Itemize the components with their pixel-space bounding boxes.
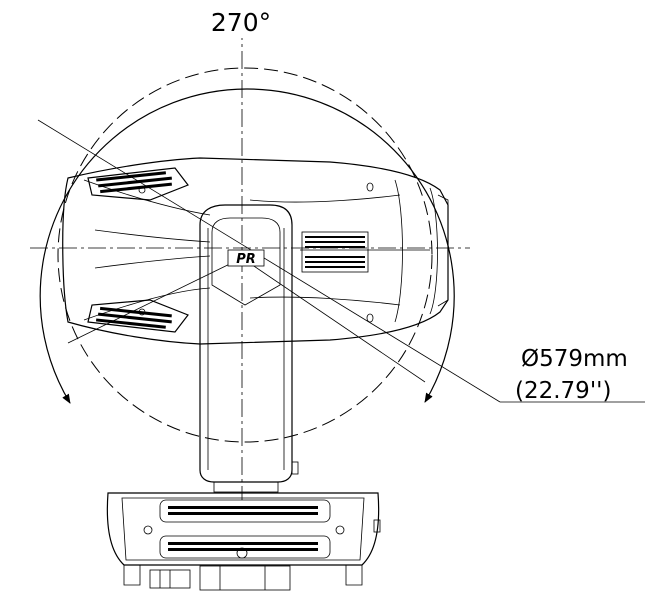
head-grille (301, 231, 369, 273)
fixture-base (106, 492, 381, 591)
diameter-in-label: (22.79'') (515, 378, 611, 404)
rotation-arc-outer (39, 88, 455, 404)
head-vent-bottom (87, 299, 189, 333)
head-vent-top (87, 167, 189, 201)
brand-logo: PR (227, 249, 265, 267)
yoke-arm (199, 204, 299, 493)
rotation-angle-label: 270° (211, 8, 271, 37)
swing-circle-dashed (57, 67, 433, 443)
diameter-mm-label: Ø579mm (521, 346, 628, 372)
dimension-labels: 270° Ø579mm (22.79'') (205, 4, 628, 404)
fixture-head (62, 157, 449, 345)
svg-text:PR: PR (236, 252, 256, 267)
